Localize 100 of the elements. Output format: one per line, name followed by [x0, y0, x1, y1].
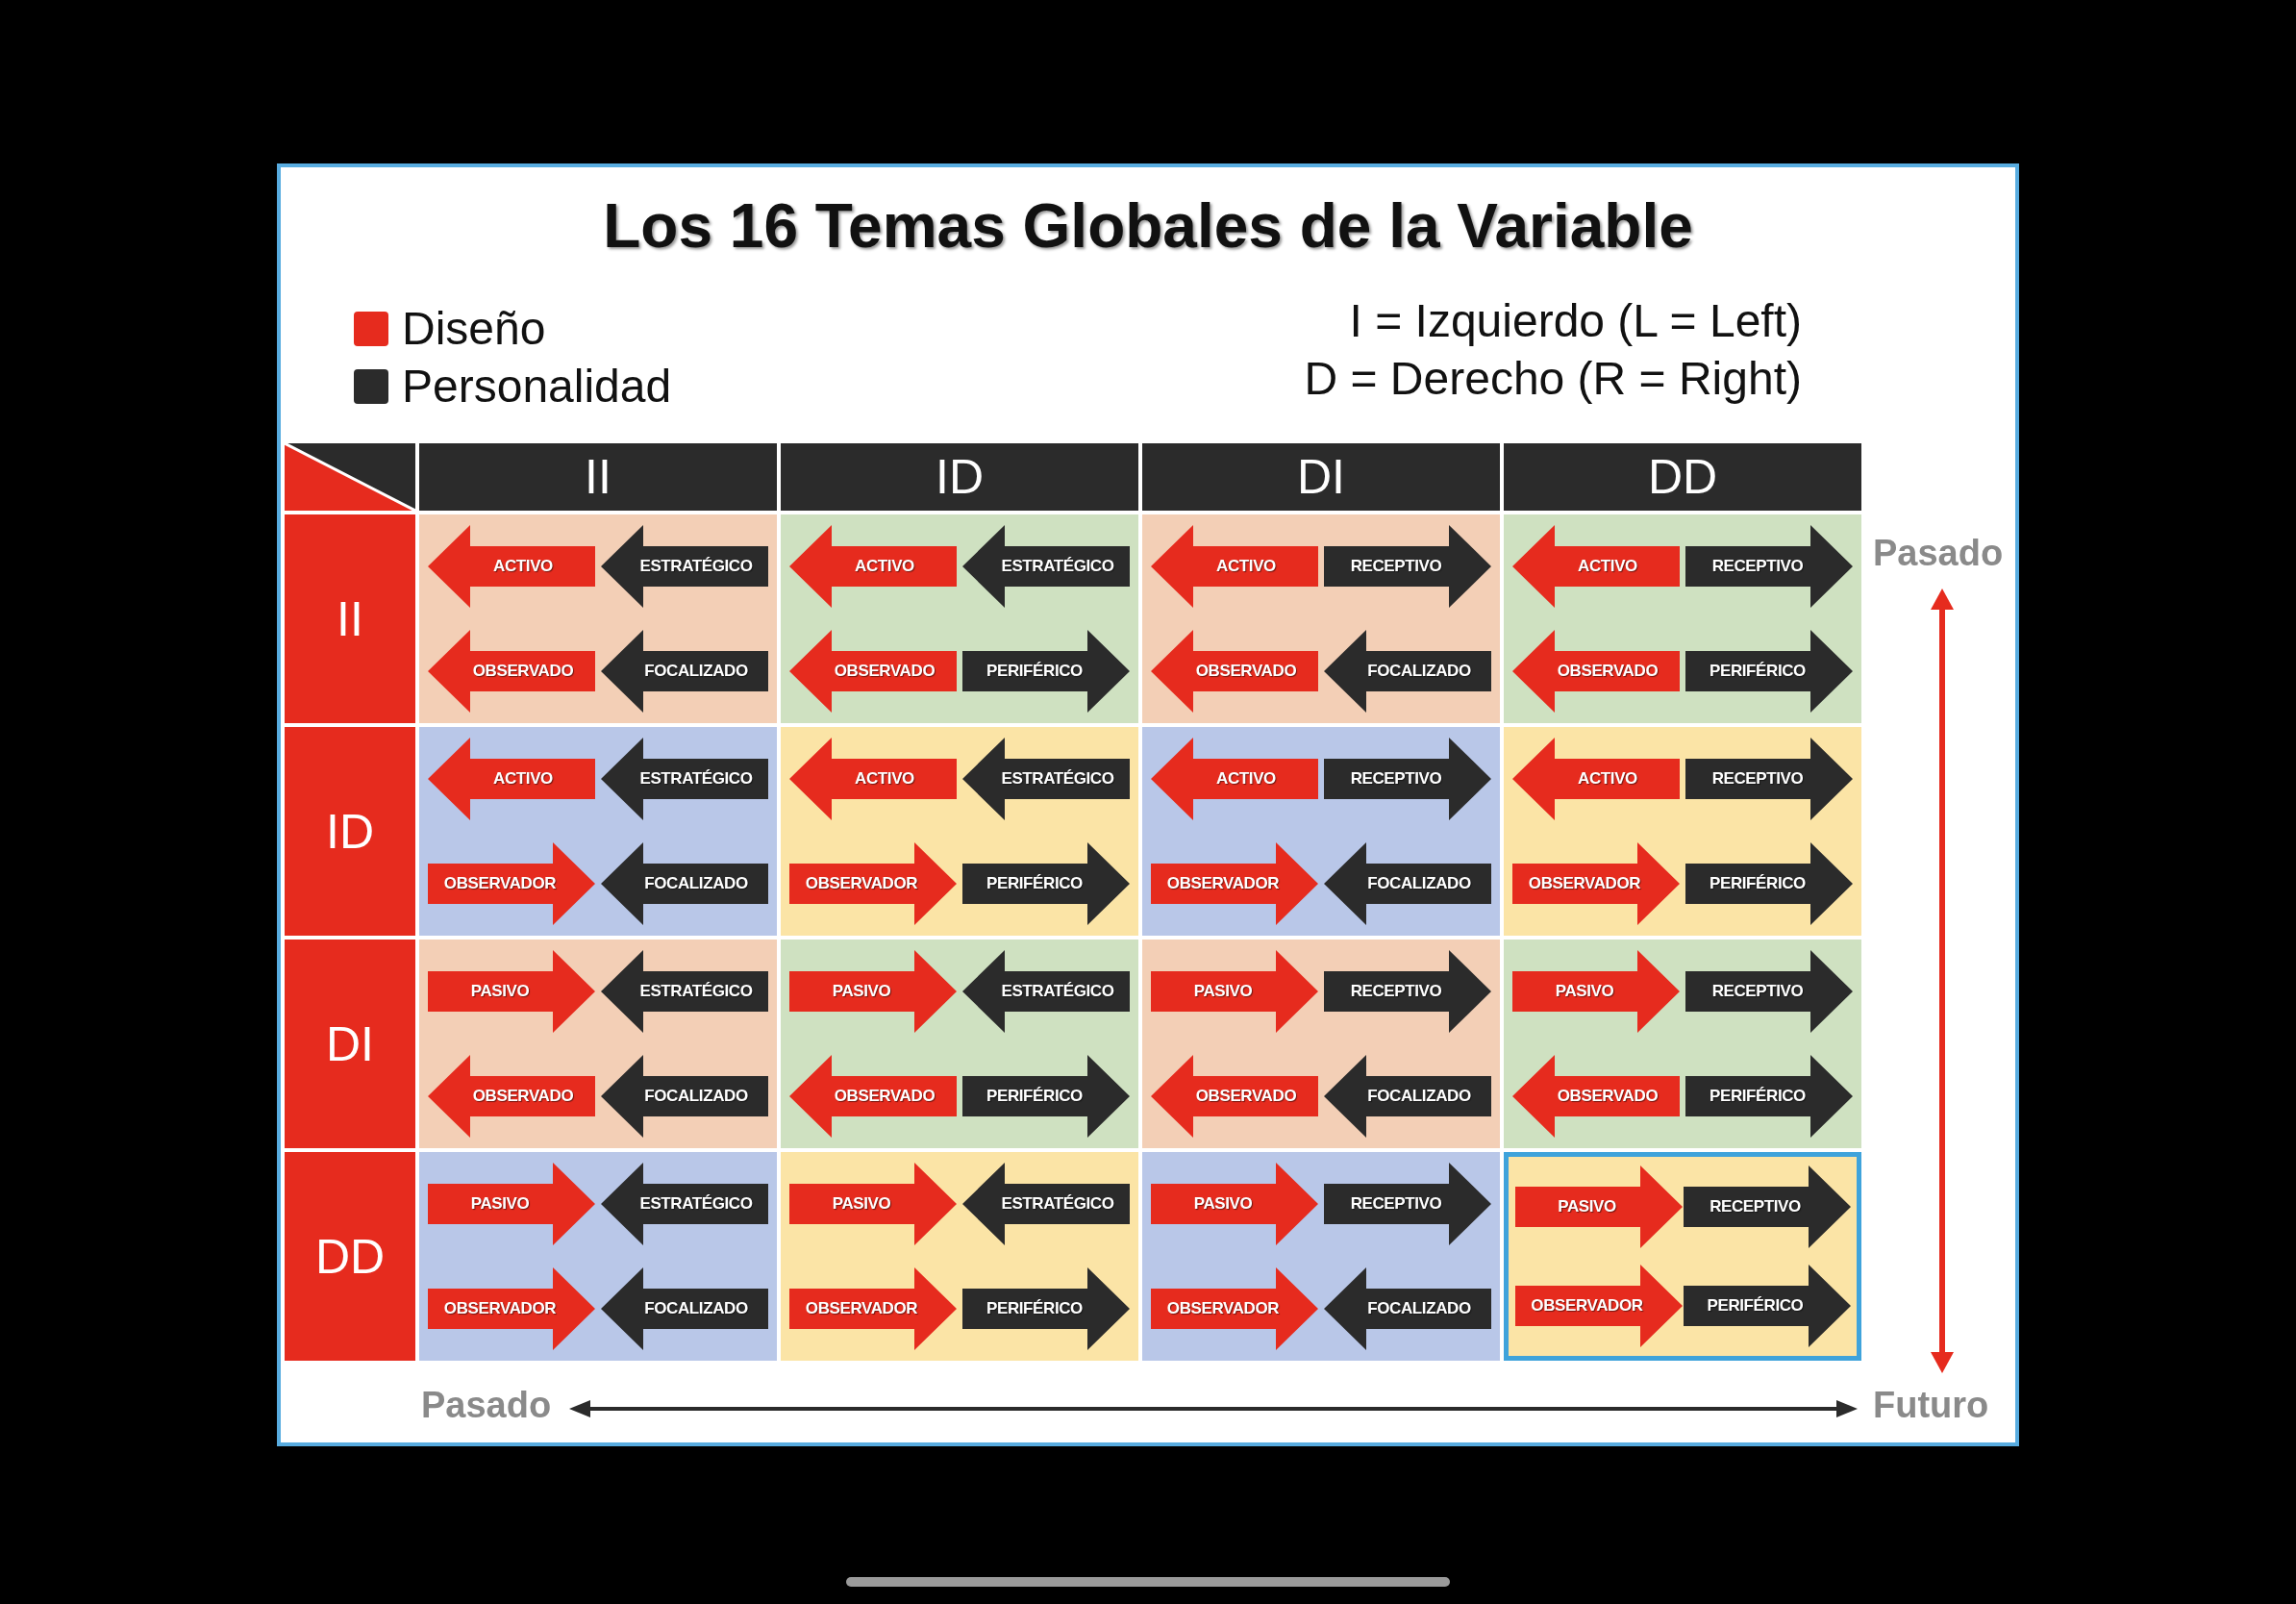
arrow-label: ESTRATÉGICO	[638, 982, 754, 1002]
left-pointing-tag	[601, 1266, 768, 1350]
theme-cell	[419, 727, 777, 936]
legend-text: Diseño	[402, 302, 546, 355]
arrow-label: ACTIVO	[854, 557, 915, 577]
arrow-label: RECEPTIVO	[1349, 769, 1443, 789]
arrow-label: OBSERVADOR	[1165, 1298, 1281, 1318]
note-text: I = Izquierdo (L = Left)	[1348, 294, 1802, 347]
left-pointing-tag	[601, 841, 768, 925]
arrow-label: PERIFÉRICO	[1709, 661, 1807, 681]
legend-text: Personalidad	[402, 360, 672, 413]
left-pointing-tag	[1324, 1054, 1491, 1138]
right-pointing-tag	[1324, 525, 1491, 609]
arrow-label: ESTRATÉGICO	[638, 769, 754, 789]
left-pointing-tag	[1512, 525, 1680, 609]
left-pointing-tag	[789, 1054, 957, 1138]
theme-cell	[1142, 727, 1500, 936]
arrow-label: PERIFÉRICO	[1706, 1296, 1805, 1316]
arrow-label: PASIVO	[469, 982, 531, 1002]
right-pointing-tag	[1512, 841, 1680, 925]
arrow-label: ESTRATÉGICO	[1000, 769, 1115, 789]
left-pointing-tag	[601, 1163, 768, 1246]
right-pointing-tag	[428, 841, 595, 925]
arrow-label: PASIVO	[1554, 982, 1615, 1002]
arrow-label: OBSERVADO	[833, 661, 936, 681]
right-pointing-tag	[1683, 1265, 1851, 1348]
theme-cell	[419, 514, 777, 723]
note-text: Futuro	[1873, 1385, 1989, 1426]
right-pointing-tag	[1151, 1163, 1318, 1246]
right-pointing-tag	[1324, 950, 1491, 1034]
arrow-label: RECEPTIVO	[1349, 982, 1443, 1002]
right-pointing-tag	[1151, 841, 1318, 925]
arrow-label: OBSERVADO	[833, 1086, 936, 1106]
arrow-label: PASIVO	[1192, 982, 1254, 1002]
arrow-label: RECEPTIVO	[1710, 982, 1805, 1002]
theme-cell	[1142, 940, 1500, 1148]
left-pointing-tag	[962, 1163, 1130, 1246]
arrow-label: PASIVO	[1557, 1196, 1617, 1216]
arrow-label: RECEPTIVO	[1710, 769, 1805, 789]
left-pointing-tag	[1324, 629, 1491, 713]
right-pointing-tag	[1324, 738, 1491, 821]
right-pointing-tag	[789, 841, 957, 925]
arrow-label: ESTRATÉGICO	[1000, 1194, 1115, 1215]
arrow-label: PASIVO	[831, 982, 892, 1002]
arrow-label: PERIFÉRICO	[1709, 873, 1807, 893]
arrow-label: FOCALIZADO	[643, 1086, 749, 1106]
row-header: II	[285, 514, 415, 723]
arrow-label: OBSERVADOR	[442, 873, 558, 893]
arrow-label: OBSERVADO	[1194, 1086, 1298, 1106]
arrow-label: FOCALIZADO	[643, 661, 749, 681]
theme-cell	[781, 514, 1138, 723]
arrow-label: OBSERVADOR	[442, 1298, 558, 1318]
left-pointing-tag	[1512, 1054, 1680, 1138]
column-header: DI	[1142, 443, 1500, 511]
right-pointing-tag	[1151, 1266, 1318, 1350]
right-pointing-tag	[1685, 841, 1853, 925]
left-pointing-tag	[1151, 738, 1318, 821]
arrow-label: ACTIVO	[1215, 769, 1277, 789]
arrow-label: ACTIVO	[492, 557, 554, 577]
arrow-label: FOCALIZADO	[643, 1298, 749, 1318]
column-header: II	[419, 443, 777, 511]
left-pointing-tag	[1151, 1054, 1318, 1138]
right-pointing-tag	[1685, 950, 1853, 1034]
left-pointing-tag	[601, 950, 768, 1034]
arrow-label: FOCALIZADO	[1366, 661, 1472, 681]
arrow-label: PASIVO	[469, 1194, 531, 1215]
theme-cell	[1142, 514, 1500, 723]
left-pointing-tag	[1324, 841, 1491, 925]
left-pointing-tag	[428, 629, 595, 713]
right-pointing-tag	[1512, 950, 1680, 1034]
arrow-label: ACTIVO	[1215, 557, 1277, 577]
arrow-label: PERIFÉRICO	[986, 873, 1084, 893]
theme-cell	[781, 940, 1138, 1148]
left-pointing-tag	[962, 738, 1130, 821]
theme-cell	[1504, 514, 1861, 723]
corner-drawing	[285, 443, 415, 511]
arrow-label: OBSERVADOR	[1527, 873, 1642, 893]
right-pointing-tag	[428, 1266, 595, 1350]
right-pointing-tag	[962, 629, 1130, 713]
arrow-label: PASIVO	[831, 1194, 892, 1215]
theme-cell	[781, 727, 1138, 936]
left-pointing-tag	[962, 950, 1130, 1034]
left-pointing-tag	[428, 738, 595, 821]
right-pointing-tag	[1151, 950, 1318, 1034]
right-pointing-tag	[789, 1163, 957, 1246]
diagram-title: Los 16 Temas Globales de la Variable	[602, 190, 1694, 262]
left-pointing-tag	[789, 738, 957, 821]
arrow-label: RECEPTIVO	[1710, 557, 1805, 577]
note-text: Pasado	[1873, 533, 2004, 574]
arrow-label: RECEPTIVO	[1709, 1196, 1802, 1216]
theme-cell	[781, 1152, 1138, 1361]
left-pointing-tag	[789, 525, 957, 609]
arrow-label: ACTIVO	[1577, 557, 1638, 577]
arrow-label: FOCALIZADO	[1366, 1298, 1472, 1318]
left-pointing-tag	[428, 1054, 595, 1138]
theme-cell	[1142, 1152, 1500, 1361]
right-pointing-tag	[1324, 1163, 1491, 1246]
arrow-label: OBSERVADOR	[1530, 1296, 1644, 1316]
right-pointing-tag	[428, 950, 595, 1034]
left-pointing-tag	[1151, 525, 1318, 609]
